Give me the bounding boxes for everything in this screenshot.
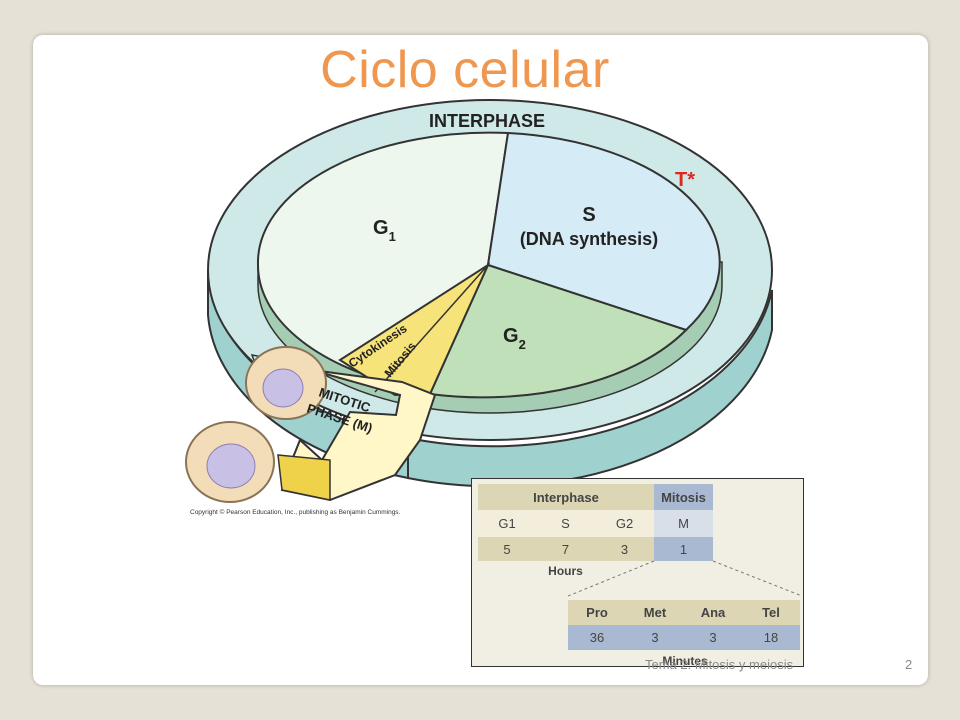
subphase-cell: Ana bbox=[684, 600, 742, 625]
subphase-cell: Pro bbox=[568, 600, 626, 625]
mitosis-header: Mitosis bbox=[654, 484, 713, 510]
interphase-label: INTERPHASE bbox=[429, 111, 545, 131]
hours-label: Hours bbox=[548, 564, 583, 578]
g1-label: G1 bbox=[373, 217, 396, 244]
minutes-cell: 3 bbox=[684, 625, 742, 650]
phase-cell: G2 bbox=[595, 510, 654, 537]
slide-footer: Tema 2: Mitosis y meiosis bbox=[645, 657, 794, 672]
minutes-cell: 36 bbox=[568, 625, 626, 650]
slide-title: Ciclo celular bbox=[320, 41, 610, 99]
minutes-cell: 3 bbox=[626, 625, 684, 650]
cell-upper bbox=[245, 346, 327, 420]
expansion-lines bbox=[567, 560, 803, 597]
copyright-text: Copyright © Pearson Education, Inc., pub… bbox=[190, 508, 401, 516]
hours-cell: 3 bbox=[595, 537, 654, 561]
hours-cell: 7 bbox=[536, 537, 595, 561]
phase-cell: M bbox=[654, 510, 713, 537]
hours-cell: 5 bbox=[478, 537, 536, 561]
s-label: S bbox=[582, 204, 595, 226]
cell-lower bbox=[185, 421, 275, 503]
s-sector bbox=[486, 131, 721, 332]
duration-table: Interphase Mitosis G1 S G2 M 5 7 3 1 Hou… bbox=[471, 478, 804, 667]
marker-label: T* bbox=[675, 169, 695, 191]
minutes-cell: 18 bbox=[742, 625, 800, 650]
mitotic-wedge bbox=[338, 262, 491, 397]
hours-cell: 1 bbox=[654, 537, 713, 561]
interphase-header: Interphase bbox=[478, 484, 654, 510]
phase-cell: G1 bbox=[478, 510, 536, 537]
s-sublabel: (DNA synthesis) bbox=[520, 229, 658, 249]
g2-sector bbox=[428, 263, 688, 399]
subphase-cell: Met bbox=[626, 600, 684, 625]
phase-cell: S bbox=[536, 510, 595, 537]
subphase-cell: Tel bbox=[742, 600, 800, 625]
page-number: 2 bbox=[905, 657, 913, 672]
g2-label: G2 bbox=[503, 325, 526, 352]
minutes-label: Minutes bbox=[662, 654, 708, 667]
